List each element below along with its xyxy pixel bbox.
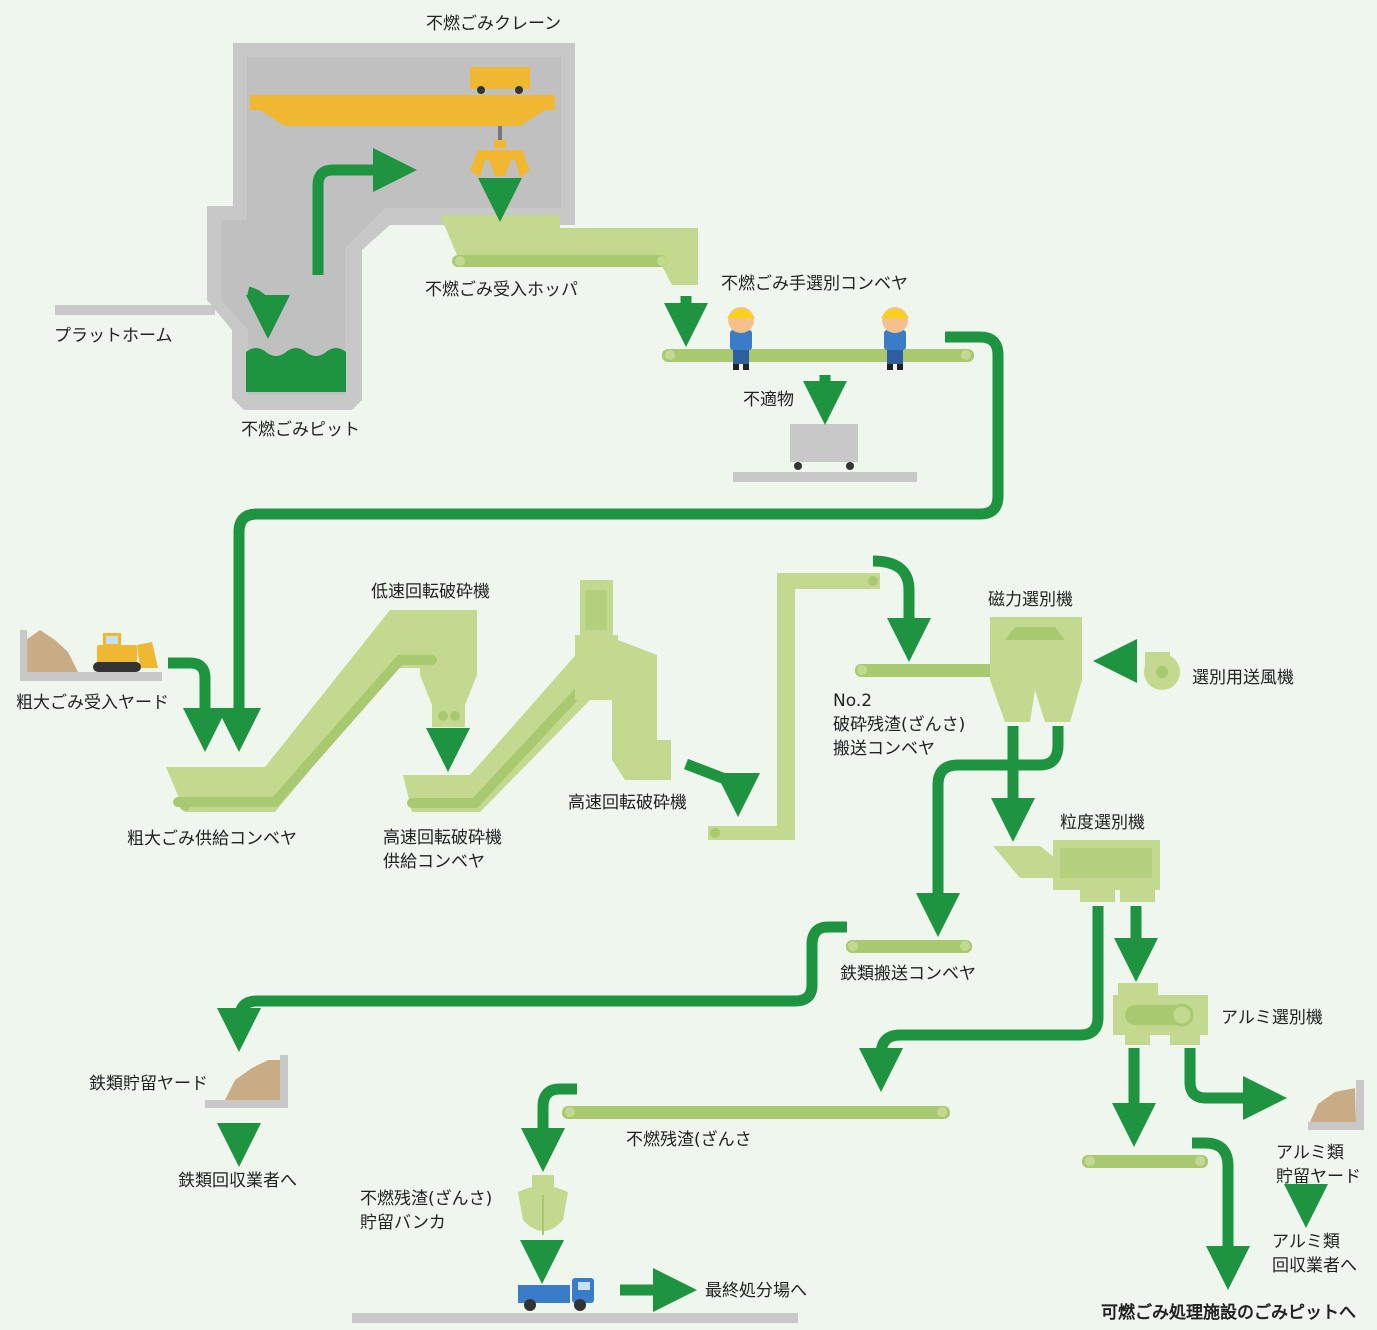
no2-residue-conveyor	[855, 664, 1005, 677]
label-al-recycler-line1: アルミ類	[1272, 1232, 1340, 1252]
pit-building	[55, 43, 575, 410]
label-al-yard-line1: アルミ類	[1276, 1143, 1344, 1163]
label-high-speed-crusher: 高速回転破砕機	[568, 793, 687, 813]
flow-arrow	[684, 758, 760, 817]
truck-icon	[352, 1278, 798, 1323]
label-iron-recycler: 鉄類回収業者へ	[178, 1171, 297, 1191]
flow-arrows	[168, 148, 1328, 1312]
label-residue-conveyor: 不燃残渣(ざんさ	[626, 1130, 752, 1150]
flow-arrow	[217, 331, 1004, 752]
combustible-conveyor	[1082, 1155, 1208, 1168]
label-iron-conveyor: 鉄類搬送コンベヤ	[840, 964, 976, 984]
flow-arrow	[168, 657, 227, 752]
flow-arrow	[217, 921, 847, 1052]
aluminum-separator	[1113, 983, 1208, 1045]
flow-arrow	[916, 726, 1064, 937]
receiving-hopper	[440, 215, 698, 285]
label-al-recycler-line2: 回収業者へ	[1272, 1256, 1357, 1276]
low-speed-crusher	[420, 675, 477, 727]
label-blower: 選別用送風機	[1192, 668, 1294, 688]
cart-icon	[733, 424, 917, 482]
bulky-yard	[20, 630, 162, 681]
label-crane: 不燃ごみクレーン	[426, 14, 562, 34]
high-speed-crusher	[575, 580, 671, 780]
flow-arrow	[521, 1083, 577, 1172]
label-no2-line1: No.2	[833, 691, 873, 711]
flow-arrow	[859, 906, 1104, 1092]
label-iron-yard: 鉄類貯留ヤード	[89, 1074, 208, 1094]
label-pit: 不燃ごみピット	[241, 420, 360, 440]
label-landfill: 最終処分場へ	[705, 1281, 807, 1301]
label-hopper: 不燃ごみ受入ホッパ	[425, 280, 578, 300]
iron-yard	[205, 1055, 288, 1108]
magnetic-separator	[990, 617, 1082, 722]
flow-arrow	[312, 148, 417, 275]
label-hand-sort: 不燃ごみ手選別コンベヤ	[721, 274, 908, 294]
label-high-speed-feed-2: 供給コンベヤ	[383, 852, 485, 872]
label-bunker-line1: 不燃残渣(ざんさ)	[360, 1189, 493, 1209]
label-no2-line3: 搬送コンベヤ	[833, 739, 935, 759]
label-unsuitable: 不適物	[743, 390, 794, 410]
aluminum-yard	[1308, 1080, 1364, 1130]
hand-sort-conveyor	[662, 349, 974, 362]
worker-icon	[727, 307, 755, 370]
label-combustible-pit: 可燃ごみ処理施設のごみピットへ	[1101, 1303, 1356, 1323]
worker-icon	[881, 307, 909, 370]
label-al-yard-line2: 貯留ヤード	[1276, 1167, 1361, 1187]
crane	[250, 67, 555, 178]
bucket-elevator	[708, 573, 880, 840]
bulky-supply-conveyor	[166, 610, 477, 812]
label-bunker-line2: 貯留バンカ	[360, 1213, 446, 1233]
label-aluminum-separator: アルミ選別機	[1221, 1008, 1323, 1028]
label-high-speed-feed-1: 高速回転破砕機	[383, 828, 502, 848]
label-magnetic-separator: 磁力選別機	[988, 590, 1073, 610]
label-no2-line2: 破砕残渣(ざんさ)	[833, 715, 966, 735]
iron-conveyor	[846, 940, 972, 953]
residue-conveyor	[562, 1106, 950, 1119]
label-bulky-conveyor: 粗大ごみ供給コンベヤ	[127, 829, 297, 849]
label-platform: プラットホーム	[54, 326, 173, 346]
pit-contents	[246, 348, 346, 392]
label-low-speed-crusher: 低速回転破砕機	[371, 582, 490, 602]
residue-bunker	[518, 1175, 568, 1235]
label-size-separator: 粒度選別機	[1060, 813, 1145, 833]
label-bulky-yard: 粗大ごみ受入ヤード	[16, 693, 169, 713]
blower-icon	[1144, 652, 1180, 690]
bulldozer-icon	[93, 633, 158, 672]
flow-arrow	[1184, 1048, 1287, 1120]
flow-arrow	[872, 555, 931, 662]
size-separator	[993, 840, 1160, 902]
flow-arrow	[245, 286, 290, 339]
flow-arrow	[1192, 1137, 1250, 1290]
